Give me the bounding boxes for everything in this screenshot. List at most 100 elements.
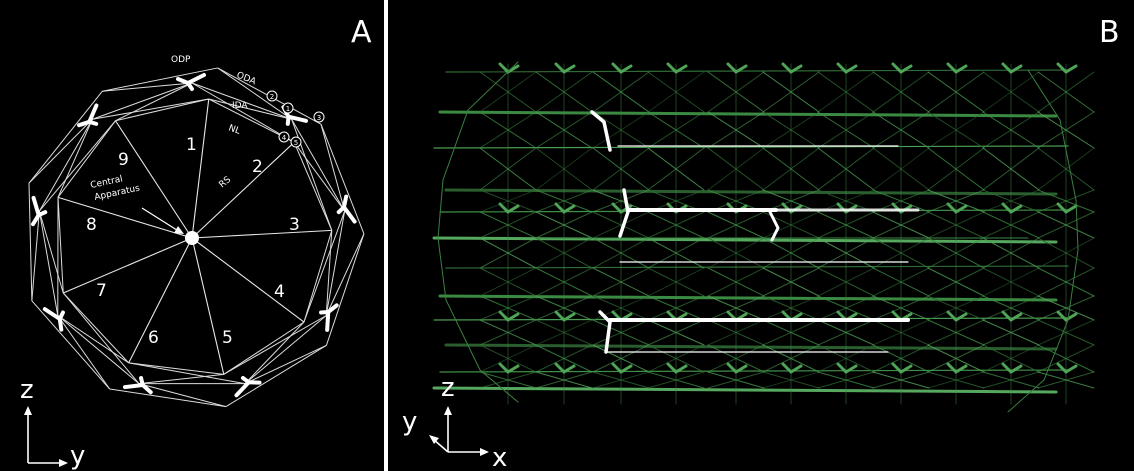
dynein-arm: [666, 62, 688, 74]
dynein-arm: [1001, 310, 1023, 322]
panel-a: 1 2 3 4 5 6 7 8 9 ODP ODA IDA NL RS Cent…: [0, 0, 384, 471]
outer-arm-link: [28, 183, 33, 301]
doublet-number-3: 3: [289, 215, 300, 235]
radial-spoke: [191, 141, 295, 239]
cross-link: [57, 315, 111, 390]
dynein-arm: [726, 62, 748, 74]
dynein-arm: [1056, 362, 1078, 374]
dynein-arm: [1001, 202, 1023, 214]
cross-link: [28, 118, 93, 184]
central-apparatus-pointer: [141, 207, 181, 233]
cross-link: [102, 82, 193, 92]
axis-label-y: y: [70, 441, 85, 471]
nexin-link: [325, 210, 346, 316]
odp-label: ODP: [171, 55, 191, 65]
panel-a-diagram: 1 2 3 4 5 6 7 8 9 ODP ODA IDA NL RS Cent…: [20, 55, 365, 471]
dynein-arm: [781, 62, 803, 74]
highlight-joint: [598, 310, 612, 354]
dynein-arm: [836, 202, 858, 214]
doublet-microtubule: [30, 195, 41, 227]
cross-link: [128, 362, 246, 385]
circled-marker-3: [313, 111, 325, 123]
doublet-stem: [87, 119, 99, 126]
cross-link: [138, 373, 224, 385]
outer-doublets: [30, 73, 357, 398]
nexin-link: [38, 119, 93, 212]
inner-arm-link: [57, 120, 116, 198]
rs-label: RS: [218, 175, 234, 191]
circled-marker-5: [290, 136, 302, 148]
nexin-link: [244, 315, 327, 385]
doublet-number-5: 5: [222, 328, 233, 348]
doublet-strand: [432, 386, 1058, 394]
cross-link: [38, 120, 116, 212]
doublet-number-9: 9: [118, 150, 129, 170]
panel-letter-a: A: [351, 15, 372, 50]
axoneme-longitudinal-lattice: [432, 61, 1095, 413]
doublet-stem: [139, 376, 145, 388]
doublet-number-4: 4: [274, 282, 285, 302]
nl-label: NL: [227, 123, 241, 136]
doublet-strand: [439, 369, 1069, 373]
outer-arm-link: [102, 67, 218, 92]
dynein-arm: [498, 202, 520, 214]
oda-label: ODA: [235, 71, 258, 88]
cross-link: [57, 315, 129, 364]
dynein-arm: [611, 62, 633, 74]
nexin-link: [38, 210, 59, 316]
axis-label-z: z: [20, 375, 34, 405]
radial-spokes: [57, 98, 332, 375]
dynein-arm: [836, 362, 858, 374]
doublet-strand: [438, 110, 1058, 118]
circled-marker-1-label: 1: [286, 105, 290, 113]
outer-arm-link: [31, 300, 111, 390]
dynein-arm: [1056, 202, 1078, 214]
dynein-arm: [554, 362, 576, 374]
doublet-stem: [57, 310, 65, 321]
cross-link: [223, 315, 327, 375]
dynein-arm: [611, 362, 633, 374]
cross-link: [191, 82, 295, 143]
circled-marker-1: [282, 102, 294, 114]
doublet-stem: [186, 81, 194, 91]
dynein-arm: [1056, 310, 1078, 322]
radial-spoke: [191, 229, 332, 239]
dynein-arm: [946, 202, 968, 214]
dynein-arm: [781, 202, 803, 214]
outer-arm-link: [28, 90, 103, 184]
cross-link: [57, 119, 93, 198]
cross-link: [293, 142, 346, 212]
doublet-microtubule: [122, 383, 153, 395]
circled-marker-4: [278, 131, 290, 143]
dynein-arm: [498, 362, 520, 374]
circled-marker-2-label: 2: [270, 93, 274, 101]
nexin-link: [191, 82, 292, 120]
panel-letter-b: B: [1099, 15, 1120, 50]
doublet-number-1: 1: [186, 135, 197, 155]
cross-link: [138, 383, 227, 408]
outer-arm-link: [109, 388, 227, 408]
circled-marker-4-label: 4: [282, 134, 287, 142]
doublet-strand: [445, 69, 1069, 73]
radial-spoke: [57, 196, 193, 239]
highlight-joint: [618, 188, 630, 238]
doublet-microtubule: [176, 73, 206, 85]
inner-arm-link: [223, 321, 305, 375]
doublet-strand: [444, 343, 1058, 351]
highlighted-doublets: [590, 110, 920, 354]
panel-b-diagram: z y x: [402, 61, 1095, 471]
radial-spoke: [63, 237, 193, 294]
dynein-arm: [891, 202, 913, 214]
doublet-stem: [36, 210, 48, 218]
doublet-microtubule: [341, 194, 357, 224]
doublet-number-2: 2: [252, 157, 263, 177]
inner-arm-link: [303, 230, 333, 323]
doublet-stem: [336, 205, 346, 215]
doublet-number-7: 7: [96, 281, 107, 301]
axis-label-z-b: z: [441, 373, 455, 403]
axis-indicator-b: [429, 406, 489, 456]
dynein-arm: [1001, 62, 1023, 74]
dynein-arm: [891, 62, 913, 74]
dynein-arm: [946, 62, 968, 74]
